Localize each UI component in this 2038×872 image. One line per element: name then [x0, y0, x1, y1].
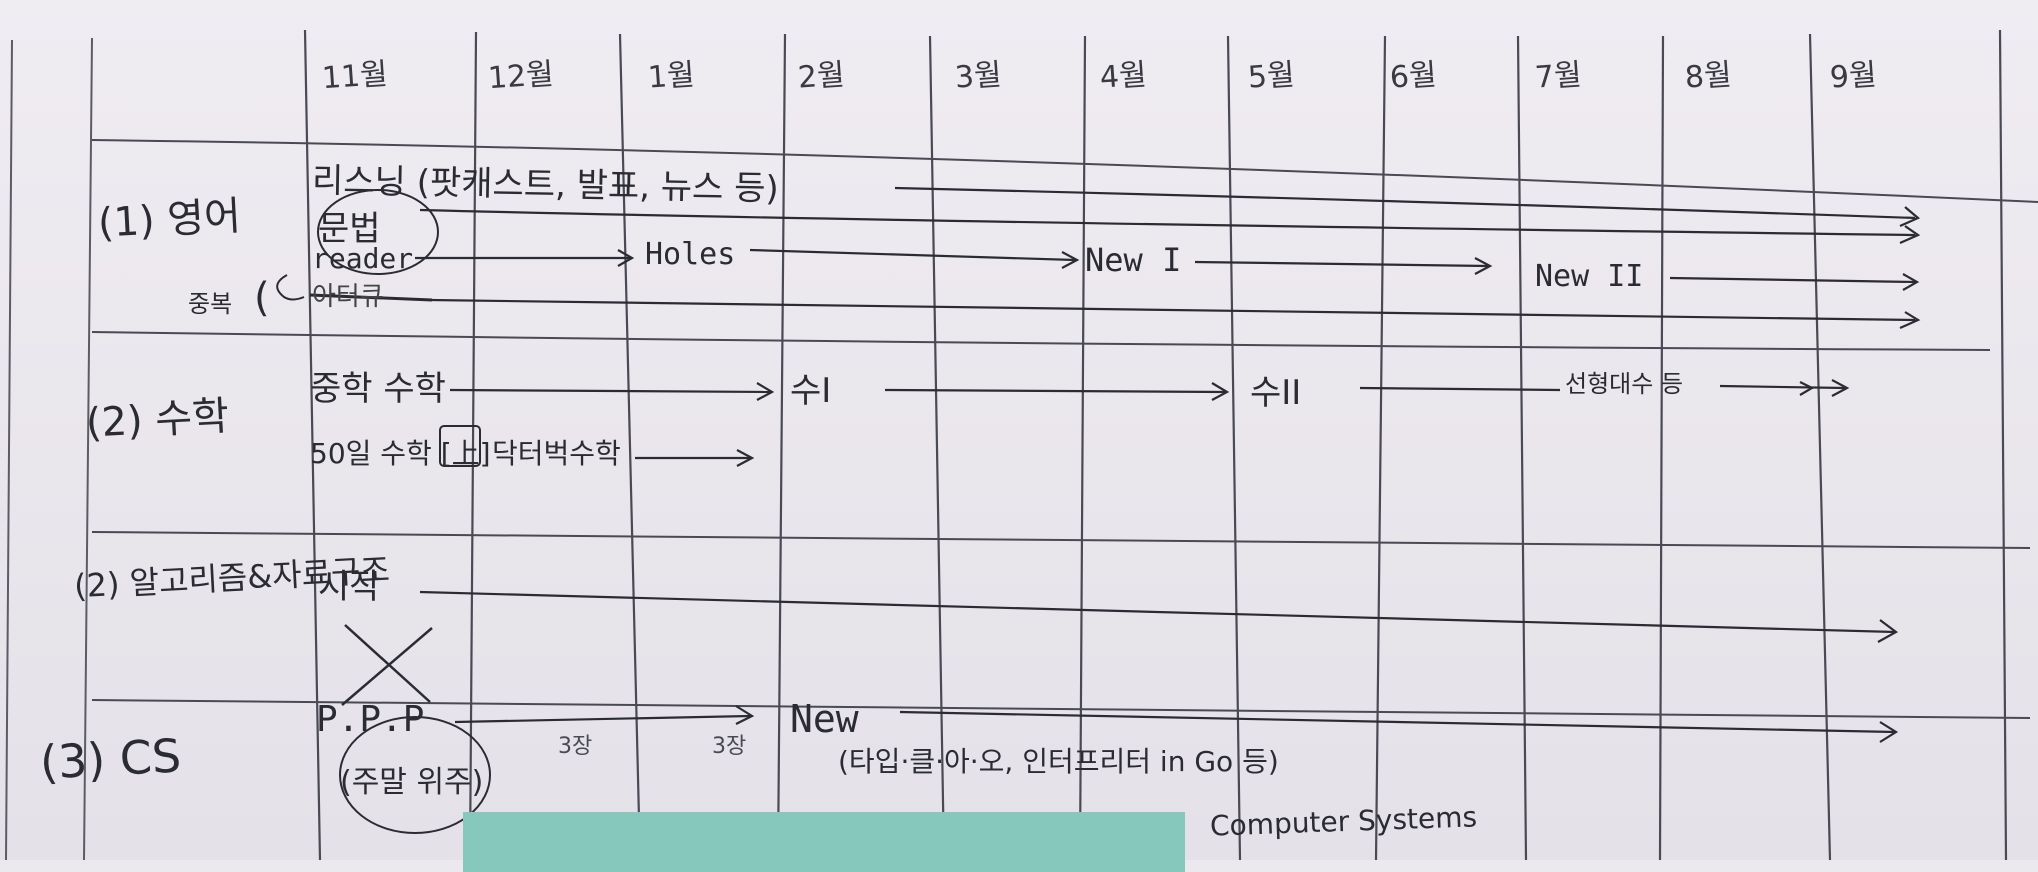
month-7: 7월: [1533, 57, 1583, 96]
arrow-head: [1877, 619, 1899, 643]
row-line: [91, 531, 2031, 549]
english-new-2: New II: [1535, 259, 1644, 294]
arrow-listening: [894, 186, 1916, 220]
month-4: 4월: [1098, 57, 1148, 96]
arrow-head: [1831, 379, 1850, 397]
math-su-1: 수I: [790, 371, 832, 411]
sticky-note: [463, 812, 1185, 872]
algo-start: 시작: [318, 567, 381, 607]
month-12: 12월: [486, 56, 555, 97]
col-line: [1078, 35, 1087, 860]
english-listening: 리스닝 (팟캐스트, 발표, 뉴스 등): [311, 160, 780, 210]
arrow-math-2: [884, 388, 1226, 394]
english-new-1: New I: [1085, 241, 1182, 279]
month-3: 3월: [953, 57, 1003, 96]
brace-mark: [276, 274, 305, 301]
strike-line: [309, 293, 433, 302]
arrow-math-1: [449, 388, 771, 394]
arrow-head: [617, 249, 635, 267]
col-line: [928, 35, 946, 860]
month-6: 6월: [1388, 57, 1438, 96]
arrow-head: [1799, 381, 1815, 396]
category-math: (2) 수학: [84, 393, 231, 447]
month-11: 11월: [320, 56, 389, 97]
arrow-head: [1899, 311, 1921, 330]
row-line: [91, 331, 1991, 351]
cs-chapter-3a: 3장: [558, 734, 593, 759]
month-1: 1월: [646, 57, 696, 96]
month-9: 9월: [1828, 57, 1878, 96]
math-linear-algebra: 선형대수 등: [1565, 370, 1684, 398]
arrow-head: [756, 382, 775, 401]
cross-mark: [344, 624, 431, 703]
category-cs: (3) CS: [38, 728, 183, 790]
arrow-head: [1879, 721, 1899, 743]
english-grammar: 문법: [318, 209, 381, 249]
english-crossed-item: 아터큐: [312, 282, 384, 312]
arrow-cs-2: [899, 710, 1896, 734]
margin-line-outer: [5, 39, 13, 860]
arrow-head: [1899, 225, 1921, 245]
cs-ppp: P.P.P: [316, 699, 425, 740]
repeat-label: 중복: [188, 290, 233, 318]
row-line: [91, 139, 2038, 203]
col-line: [303, 29, 322, 860]
math-50-days: 50일 수학 [上]: [310, 437, 491, 470]
arrow-grammar: [419, 208, 1916, 237]
math-su-2: 수II: [1250, 373, 1302, 413]
month-2: 2월: [796, 57, 846, 96]
arrow-cs-1: [454, 714, 751, 724]
arrow-head: [736, 449, 755, 467]
month-8: 8월: [1683, 57, 1733, 96]
arrow-head: [1211, 382, 1230, 401]
arrow-head: [1474, 257, 1493, 275]
cs-chapter-3b: 3장: [712, 734, 747, 759]
math-discrete: 닥터벅수학: [492, 437, 621, 470]
arrow-reader-3: [1194, 260, 1489, 268]
month-5: 5월: [1246, 57, 1296, 96]
arrow-head: [735, 705, 755, 725]
cs-new-note: (타입·클·아·오, 인터프리터 in Go 등): [838, 745, 1279, 778]
circle-mark: [339, 716, 491, 834]
arrow-algo: [419, 590, 1896, 634]
col-line: [776, 33, 787, 860]
col-line: [1226, 35, 1242, 860]
cs-ppp-note: (주말 위주): [340, 765, 484, 800]
arrow-math-4: [1719, 384, 1846, 390]
margin-line-inner: [83, 37, 93, 860]
cs-new: New: [790, 697, 859, 741]
math-middle-school: 중학 수학: [310, 369, 446, 409]
category-english: (1) 영어: [96, 193, 243, 247]
box-mark: [439, 425, 481, 467]
circle-mark: [317, 189, 439, 275]
arrow-reader-4: [1669, 276, 1916, 284]
col-line: [618, 33, 642, 860]
col-line: [1808, 33, 1832, 860]
english-holes: Holes: [645, 237, 736, 272]
col-line: [1374, 35, 1387, 860]
arrow-crossed: [429, 298, 1916, 322]
cross-mark: [341, 627, 433, 706]
col-line: [1658, 35, 1665, 860]
arrow-reader-2: [749, 248, 1076, 262]
col-line: [1516, 35, 1528, 860]
repeat-bracket: (: [254, 275, 270, 321]
english-reader: reader: [312, 242, 414, 275]
arrow-head: [1899, 206, 1921, 228]
col-line: [1998, 29, 2008, 860]
arrow-head: [1061, 251, 1080, 269]
arrow-math-3: [1359, 386, 1561, 392]
arrow-head: [1902, 273, 1920, 291]
